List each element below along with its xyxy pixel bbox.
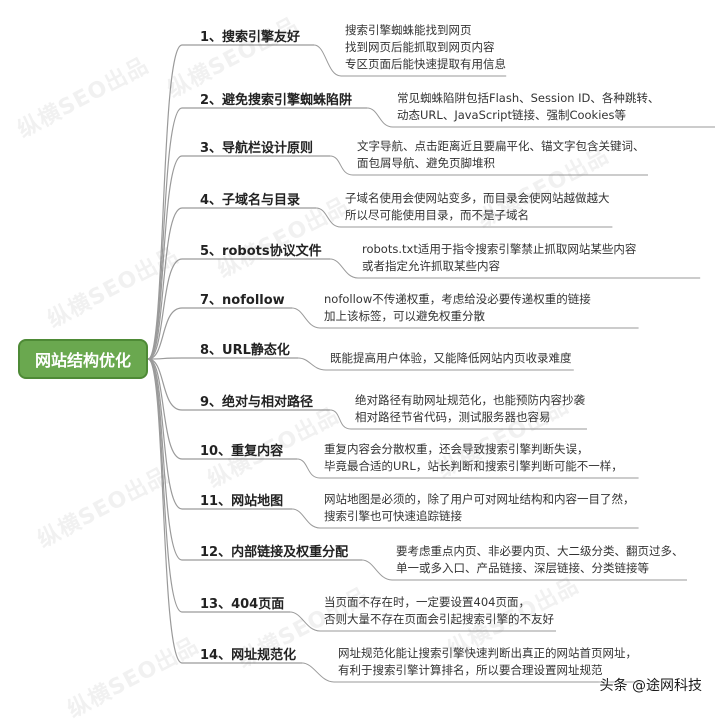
detail-line: 相对路径节省代码，测试服务器也容易: [355, 410, 551, 424]
detail-connector: [291, 508, 321, 529]
branch-detail: 既能提高用户体验，又能降低网站内页收录难度: [330, 350, 572, 367]
detail-line: 找到网页后能抓取到网页内容: [345, 40, 495, 54]
detail-connector: [289, 611, 321, 632]
branch-label: 10、重复内容: [200, 444, 284, 459]
detail-connector: [329, 155, 354, 176]
branch-connector: [147, 358, 183, 411]
detail-line: 动态URL、JavaScript链接、强制Cookies等: [397, 108, 626, 122]
detail-line: 重复内容会分散权重，还会导致搜索引擎判断失误，: [324, 442, 589, 456]
detail-line: 否则大量不存在页面会引起搜索引擎的不友好: [324, 612, 554, 626]
mind-map-canvas: 纵横SEO出品纵横SEO出品纵横SEO出品纵横SEO出品纵横SEO出品纵横SEO…: [14, 13, 715, 723]
branch-connector: [147, 44, 183, 360]
branch-connector: [147, 357, 183, 360]
connector-lines: [147, 44, 715, 683]
branch-detail: 文字导航、点击距离近且要扁平化、锚文字包含关键词、面包屑导航、避免页脚堆积: [357, 138, 645, 172]
detail-line: 搜索引擎蜘蛛能找到网页: [345, 23, 472, 37]
branch-label: 2、避免搜索引擎蜘蛛陷阱: [200, 93, 353, 108]
detail-connector: [301, 662, 335, 683]
branch-label: 9、绝对与相对路径: [200, 395, 314, 410]
detail-connector: [329, 409, 352, 430]
detail-line: 面包屑导航、避免页脚堆积: [357, 156, 495, 170]
branch-label: 14、网址规范化: [200, 648, 297, 663]
detail-line: robots.txt适用于指令搜索引擎禁止抓取网站某些内容: [362, 242, 637, 256]
branch-label: 4、子域名与目录: [200, 193, 301, 208]
branch-label: 1、搜索引擎友好: [200, 30, 301, 45]
detail-line: 子域名使用会使网站变多，而目录会使网站越做越大: [345, 191, 610, 205]
detail-line: 网站地图是必须的，除了用户可对网址结构和内容一目了然，: [324, 492, 635, 506]
detail-connector: [361, 559, 393, 581]
branch-connector: [147, 358, 183, 561]
branch-connector: [147, 258, 183, 360]
detail-connector: [315, 207, 342, 228]
branch-detail: 要考虑重点内页、非必要内页、大二级分类、翻页过多、单一或多入口、产品链接、深层链…: [396, 543, 684, 577]
branch-label: 3、导航栏设计原则: [200, 141, 314, 156]
branch-label: 8、URL静态化: [200, 343, 290, 358]
detail-line: 所以尽可能使用目录，而不是子域名: [345, 208, 529, 222]
detail-line: 绝对路径有助网址规范化，也能预防内容抄袭: [355, 393, 585, 407]
detail-line: 搜索引擎也可快速追踪链接: [324, 509, 462, 523]
detail-line: 毕竟最合适的URL，站长判断和搜索引擎判断可能不一样，: [324, 459, 623, 473]
footer-attribution: 头条 @途网科技: [599, 678, 702, 694]
detail-line: 既能提高用户体验，又能降低网站内页收录难度: [330, 351, 572, 365]
branch-label: 11、网站地图: [200, 494, 284, 509]
detail-line: 文字导航、点击距离近且要扁平化、锚文字包含关键词、: [357, 139, 645, 153]
detail-line: nofollow不传递权重，考虑给没必要传递权重的链接: [324, 292, 591, 306]
branch-label: 12、内部链接及权重分配: [200, 545, 349, 560]
branch-connector: [147, 207, 183, 360]
branch-detail: nofollow不传递权重，考虑给没必要传递权重的链接加上该标签，可以避免权重分…: [324, 291, 591, 325]
branch-detail: 搜索引擎蜘蛛能找到网页找到网页后能抓取到网页内容专区页面后能快速提取有用信息: [345, 22, 506, 73]
branch-label: 5、robots协议文件: [200, 244, 322, 259]
detail-line: 专区页面后能快速提取有用信息: [345, 57, 506, 71]
branch-connector: [147, 155, 183, 360]
branch-detail: 当页面不存在时，一定要设置404页面， 否则大量不存在页面会引起搜索引擎的不友好: [324, 594, 554, 628]
branch-detail: 常见蜘蛛陷阱包括Flash、Session ID、各种跳转、动态URL、Java…: [397, 90, 659, 124]
detail-line: 加上该标签，可以避免权重分散: [324, 309, 485, 323]
branch-detail: 重复内容会分散权重，还会导致搜索引擎判断失误， 毕竟最合适的URL，站长判断和搜索…: [324, 441, 623, 475]
detail-line: 要考虑重点内页、非必要内页、大二级分类、翻页过多、: [396, 544, 684, 558]
detail-connector: [291, 307, 321, 329]
root-node: 网站结构优化: [18, 339, 148, 379]
detail-line: 当页面不存在时，一定要设置404页面，: [324, 595, 530, 609]
detail-connector: [329, 258, 359, 279]
detail-line: 或者指定允许抓取某些内容: [362, 259, 500, 273]
branch-detail: 网址规范化能让搜索引擎快速判断出真正的网站首页网址， 有利于搜索引擎计算排名，所以…: [338, 645, 637, 679]
branch-detail: 绝对路径有助网址规范化，也能预防内容抄袭相对路径节省代码，测试服务器也容易: [355, 392, 585, 426]
detail-connector: [313, 44, 342, 77]
branch-connector: [147, 358, 183, 460]
detail-line: 单一或多入口、产品链接、深层链接、分类链接等: [396, 561, 649, 575]
branch-connector: [147, 358, 183, 664]
branch-connector: [147, 107, 183, 360]
branch-label: 13、404页面: [200, 597, 285, 612]
detail-line: 网址规范化能让搜索引擎快速判断出真正的网站首页网址，: [338, 646, 637, 660]
detail-line: 有利于搜索引擎计算排名，所以要合理设置网址规范: [338, 663, 603, 677]
branch-detail: robots.txt适用于指令搜索引擎禁止抓取网站某些内容或者指定允许抓取某些内…: [362, 241, 636, 275]
branch-label: 7、nofollow: [200, 293, 285, 308]
branch-detail: 网站地图是必须的，除了用户可对网址结构和内容一目了然， 搜索引擎也可快速追踪链接: [324, 491, 635, 525]
detail-connector: [296, 458, 321, 479]
branch-connector: [147, 307, 183, 360]
detail-connector: [366, 107, 394, 128]
branch-detail: 子域名使用会使网站变多，而目录会使网站越做越大所以尽可能使用目录，而不是子域名: [345, 190, 610, 224]
detail-line: 常见蜘蛛陷阱包括Flash、Session ID、各种跳转、: [397, 91, 660, 105]
detail-connector: [297, 357, 327, 371]
